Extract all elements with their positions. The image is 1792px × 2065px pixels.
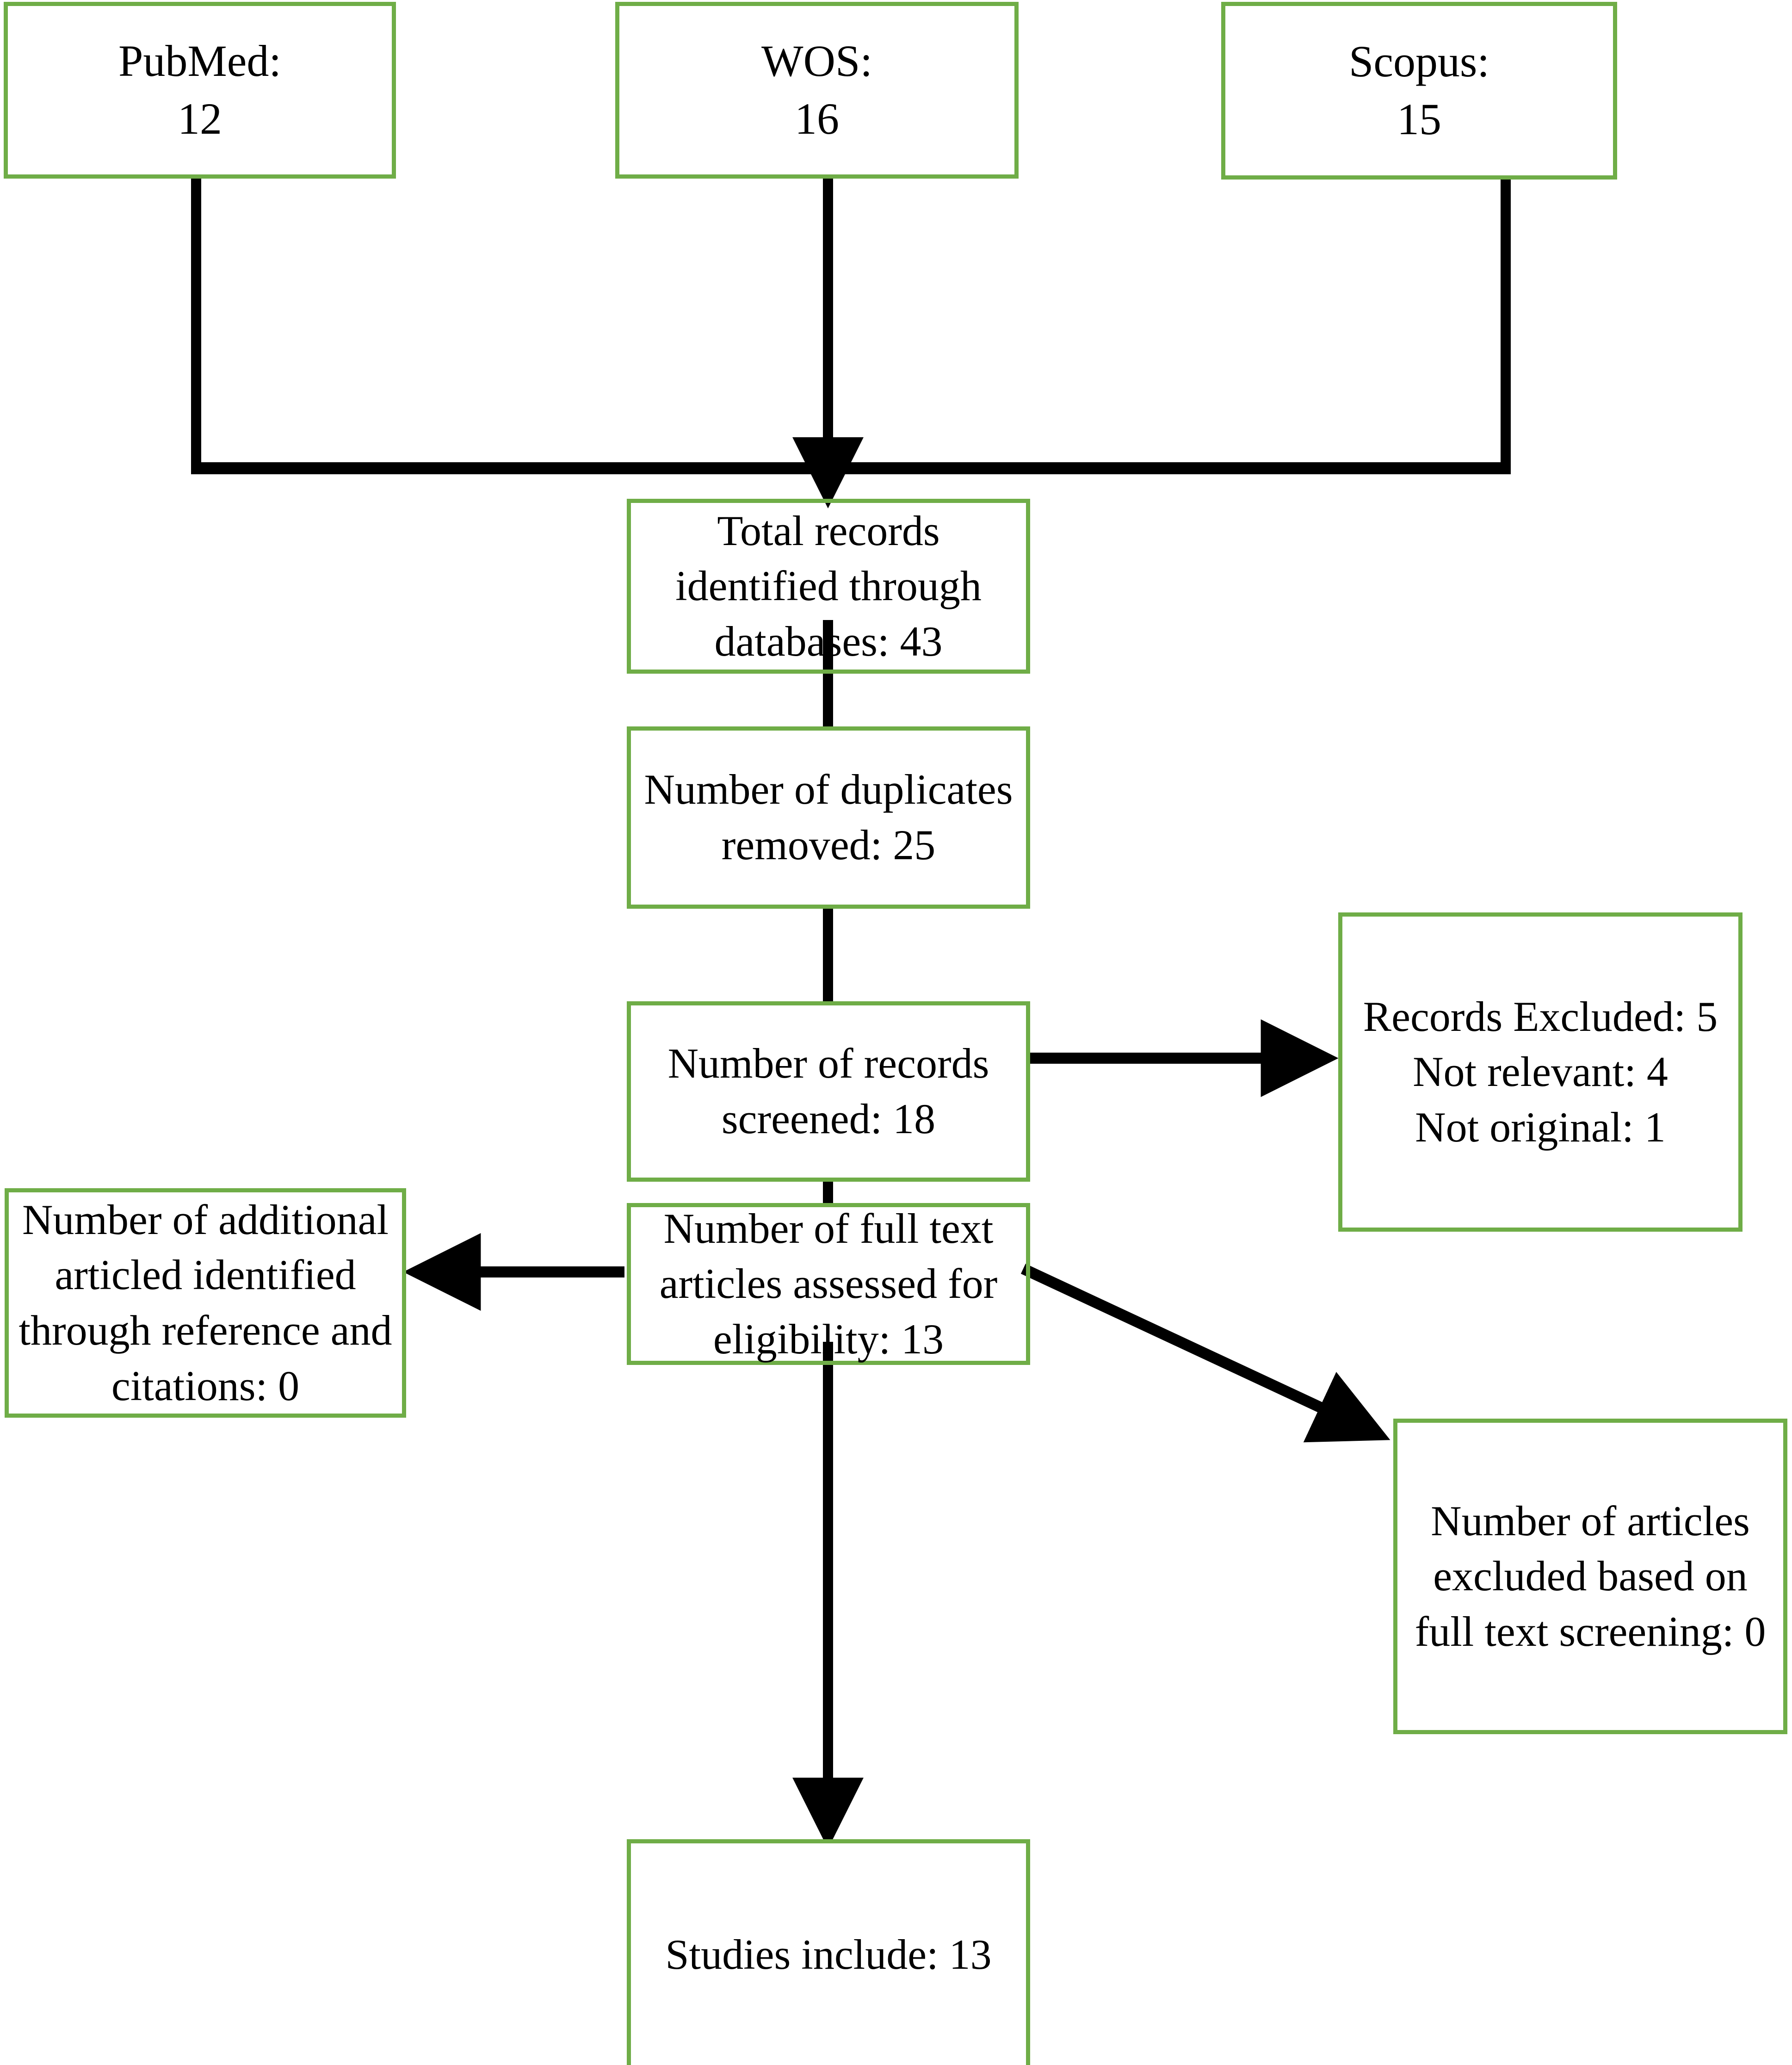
records-screened-box[interactable]: Number of records screened: 18 (627, 1001, 1030, 1182)
studies-included-text: Studies include: 13 (665, 1931, 992, 1978)
full-text-assessed-box[interactable]: Number of full text articles assessed fo… (627, 1203, 1030, 1365)
source-box-scopus-text: Scopus:15 (1348, 37, 1490, 144)
edge-full-text-to-excluded-full-text (1020, 1264, 1390, 1443)
total-records-text: Total records identified through databas… (675, 507, 982, 665)
records-screened-text: Number of records screened: 18 (667, 1040, 989, 1142)
excluded-full-text-text: Number of articles excluded based on ful… (1415, 1497, 1766, 1655)
additional-articles-text: Number of additional articled identified… (19, 1196, 392, 1409)
total-records-box[interactable]: Total records identified through databas… (627, 499, 1030, 674)
source-box-wos-text: WOS:16 (761, 36, 872, 143)
excluded-full-text-box[interactable]: Number of articles excluded based on ful… (1393, 1419, 1787, 1734)
source-box-wos[interactable]: WOS:16 (615, 2, 1019, 179)
additional-articles-box[interactable]: Number of additional articled identified… (5, 1188, 406, 1418)
source-box-pubmed[interactable]: PubMed:12 (4, 2, 396, 179)
studies-included-box[interactable]: Studies include: 13 (627, 1839, 1030, 2065)
full-text-assessed-text: Number of full text articles assessed fo… (659, 1204, 998, 1363)
duplicates-removed-text: Number of duplicates removed: 25 (644, 766, 1013, 868)
duplicates-removed-box[interactable]: Number of duplicates removed: 25 (627, 726, 1030, 909)
source-box-scopus[interactable]: Scopus:15 (1221, 2, 1617, 180)
source-box-pubmed-text: PubMed:12 (118, 36, 282, 143)
